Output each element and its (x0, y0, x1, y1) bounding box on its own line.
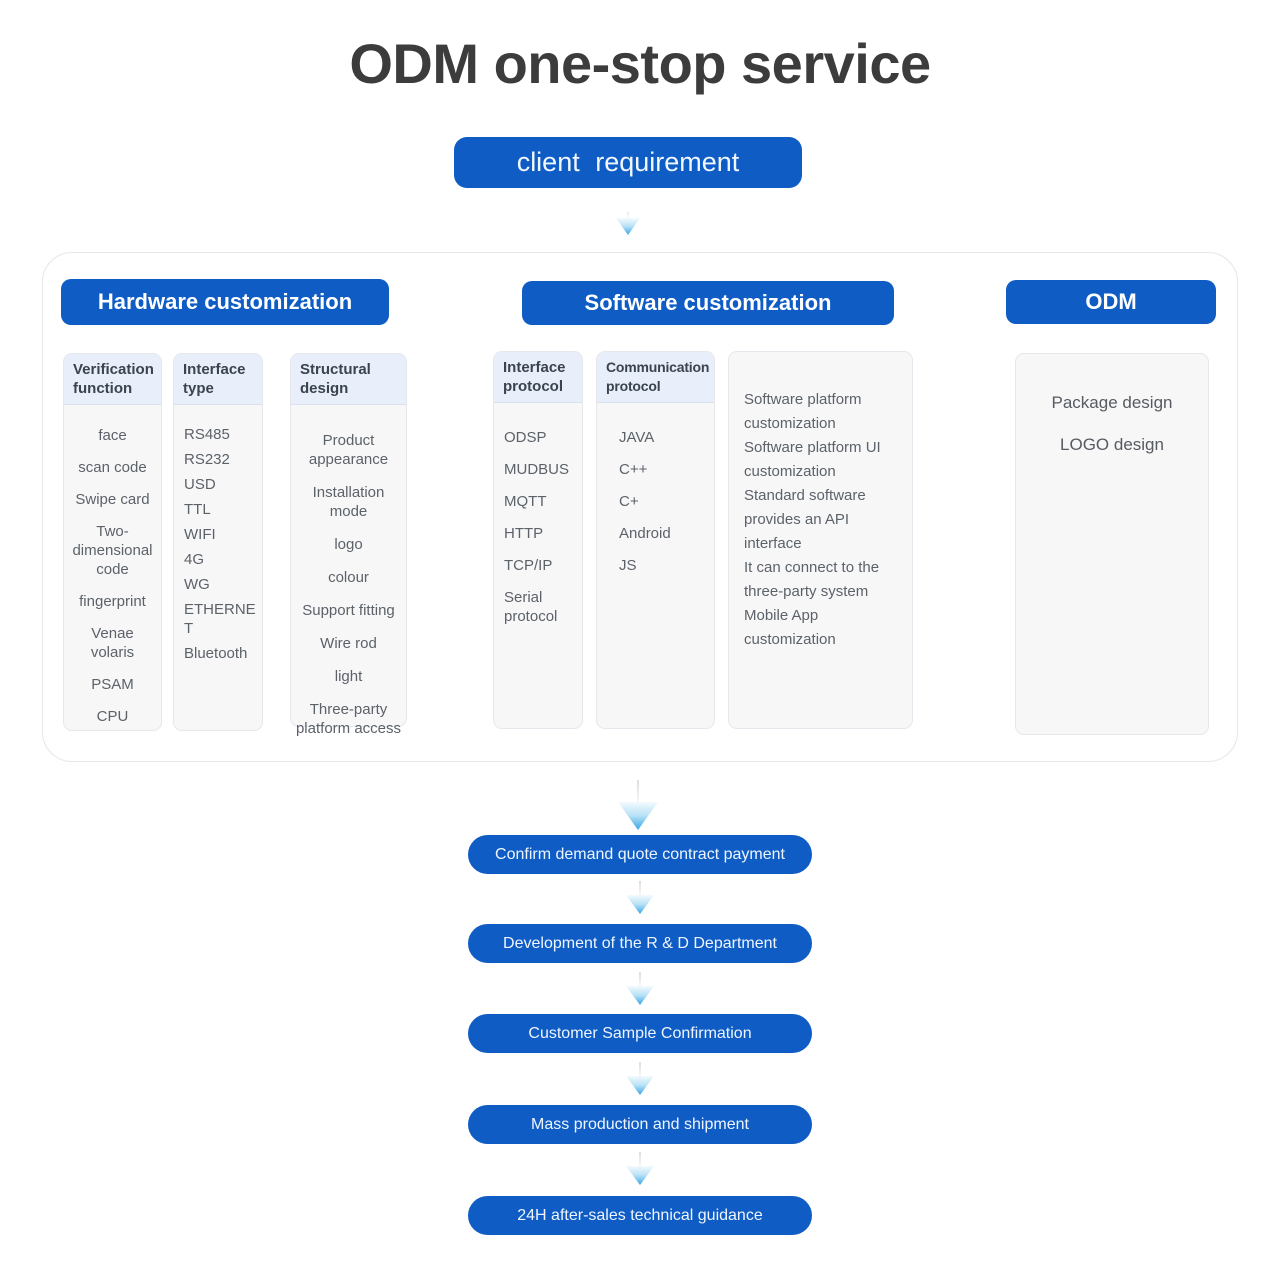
client-requirement-button: client requirement (454, 137, 802, 188)
card-header: Verification function (64, 354, 161, 405)
card-item: LOGO design (1060, 435, 1164, 454)
card-header: Communication protocol (597, 352, 714, 403)
arrow-head (618, 802, 658, 830)
flow-step-sample-confirmation: Customer Sample Confirmation (468, 1014, 812, 1053)
arrow-head (626, 986, 654, 1005)
arrow-head (626, 895, 654, 914)
card-item: Three-party platform access (295, 701, 402, 737)
card-item: CPU (96, 708, 129, 725)
card-item: It can connect to the three-party system (744, 559, 880, 600)
down-arrow-icon (626, 881, 654, 914)
down-arrow-icon (616, 212, 640, 235)
card-item: Product appearance (308, 432, 389, 468)
arrow-head (626, 1076, 654, 1095)
card-item: Package design (1051, 393, 1173, 412)
card-item: WIFI (184, 526, 216, 543)
arrow-stem (639, 1062, 641, 1076)
card-body: ODSP MUDBUS MQTT HTTP TCP/IP Serial protocol (494, 403, 582, 651)
card-item: Software platform customization (744, 391, 862, 432)
card-item: TTL (184, 501, 211, 518)
card-item: Android (619, 525, 671, 542)
card-item: MQTT (504, 493, 547, 510)
card-item: Venae volaris (90, 625, 135, 661)
arrow-head (616, 218, 640, 235)
down-arrow-icon (626, 972, 654, 1005)
down-arrow-icon (626, 1062, 654, 1095)
card-item: RS485 (184, 426, 230, 443)
arrow-head (626, 1166, 654, 1185)
card-item: 4G (184, 551, 205, 568)
services-panel: Hardware customization Verification func… (42, 252, 1238, 762)
arrow-stem (627, 212, 629, 218)
page-title: ODM one-stop service (349, 32, 931, 95)
card-item: JS (619, 557, 637, 574)
flow-step-rd-development: Development of the R & D Department (468, 924, 812, 963)
down-arrow-icon (626, 1152, 654, 1185)
card-item: Standard software provides an API interf… (744, 487, 866, 552)
card-item: Swipe card (75, 491, 150, 508)
card-item: C+ (619, 493, 639, 510)
section-header-hardware: Hardware customization (61, 279, 389, 325)
card-item: TCP/IP (504, 557, 553, 574)
card-item: fingerprint (79, 593, 146, 610)
card-header: Interface protocol (494, 352, 582, 403)
card-item: Serial protocol (504, 589, 558, 625)
card-item: logo (334, 536, 363, 553)
card-header: Structural design (291, 354, 406, 405)
card-item: C++ (619, 461, 648, 478)
card-item: HTTP (504, 525, 544, 542)
arrow-stem (639, 1152, 641, 1166)
down-arrow-icon (618, 780, 658, 830)
card-item: Software platform UI customization (744, 439, 881, 480)
flow-step-confirm-demand: Confirm demand quote contract payment (468, 835, 812, 874)
card-item: MUDBUS (504, 461, 570, 478)
card-item: Bluetooth (184, 645, 248, 662)
card-item: Mobile App customization (744, 607, 836, 648)
card-item: RS232 (184, 451, 230, 468)
card-item: JAVA (619, 429, 655, 446)
card-item: face (98, 427, 127, 444)
arrow-stem (639, 881, 641, 895)
card-item: WG (184, 576, 210, 593)
card-item: ODSP (504, 429, 547, 446)
card-item: ETHERNET (184, 601, 256, 637)
section-header-software: Software customization (522, 281, 894, 325)
card-item: scan code (78, 459, 147, 476)
card-item: Installation mode (312, 484, 385, 520)
card-item: Wire rod (320, 635, 377, 652)
card-header: Interface type (174, 354, 262, 405)
card-item: USD (184, 476, 216, 493)
card-item: Support fitting (302, 602, 395, 619)
flow-step-after-sales: 24H after-sales technical guidance (468, 1196, 812, 1235)
card-item: Two-dimensional code (72, 523, 153, 578)
flow-step-mass-production: Mass production and shipment (468, 1105, 812, 1144)
card-item: colour (328, 569, 369, 586)
arrow-stem (637, 780, 639, 802)
arrow-stem (639, 972, 641, 986)
card-item: light (334, 668, 363, 685)
card-item: PSAM (91, 676, 134, 693)
card-interface-protocol: Interface protocol ODSP MUDBUS MQTT HTTP TCP… (493, 351, 583, 729)
section-header-odm: ODM (1006, 280, 1216, 324)
